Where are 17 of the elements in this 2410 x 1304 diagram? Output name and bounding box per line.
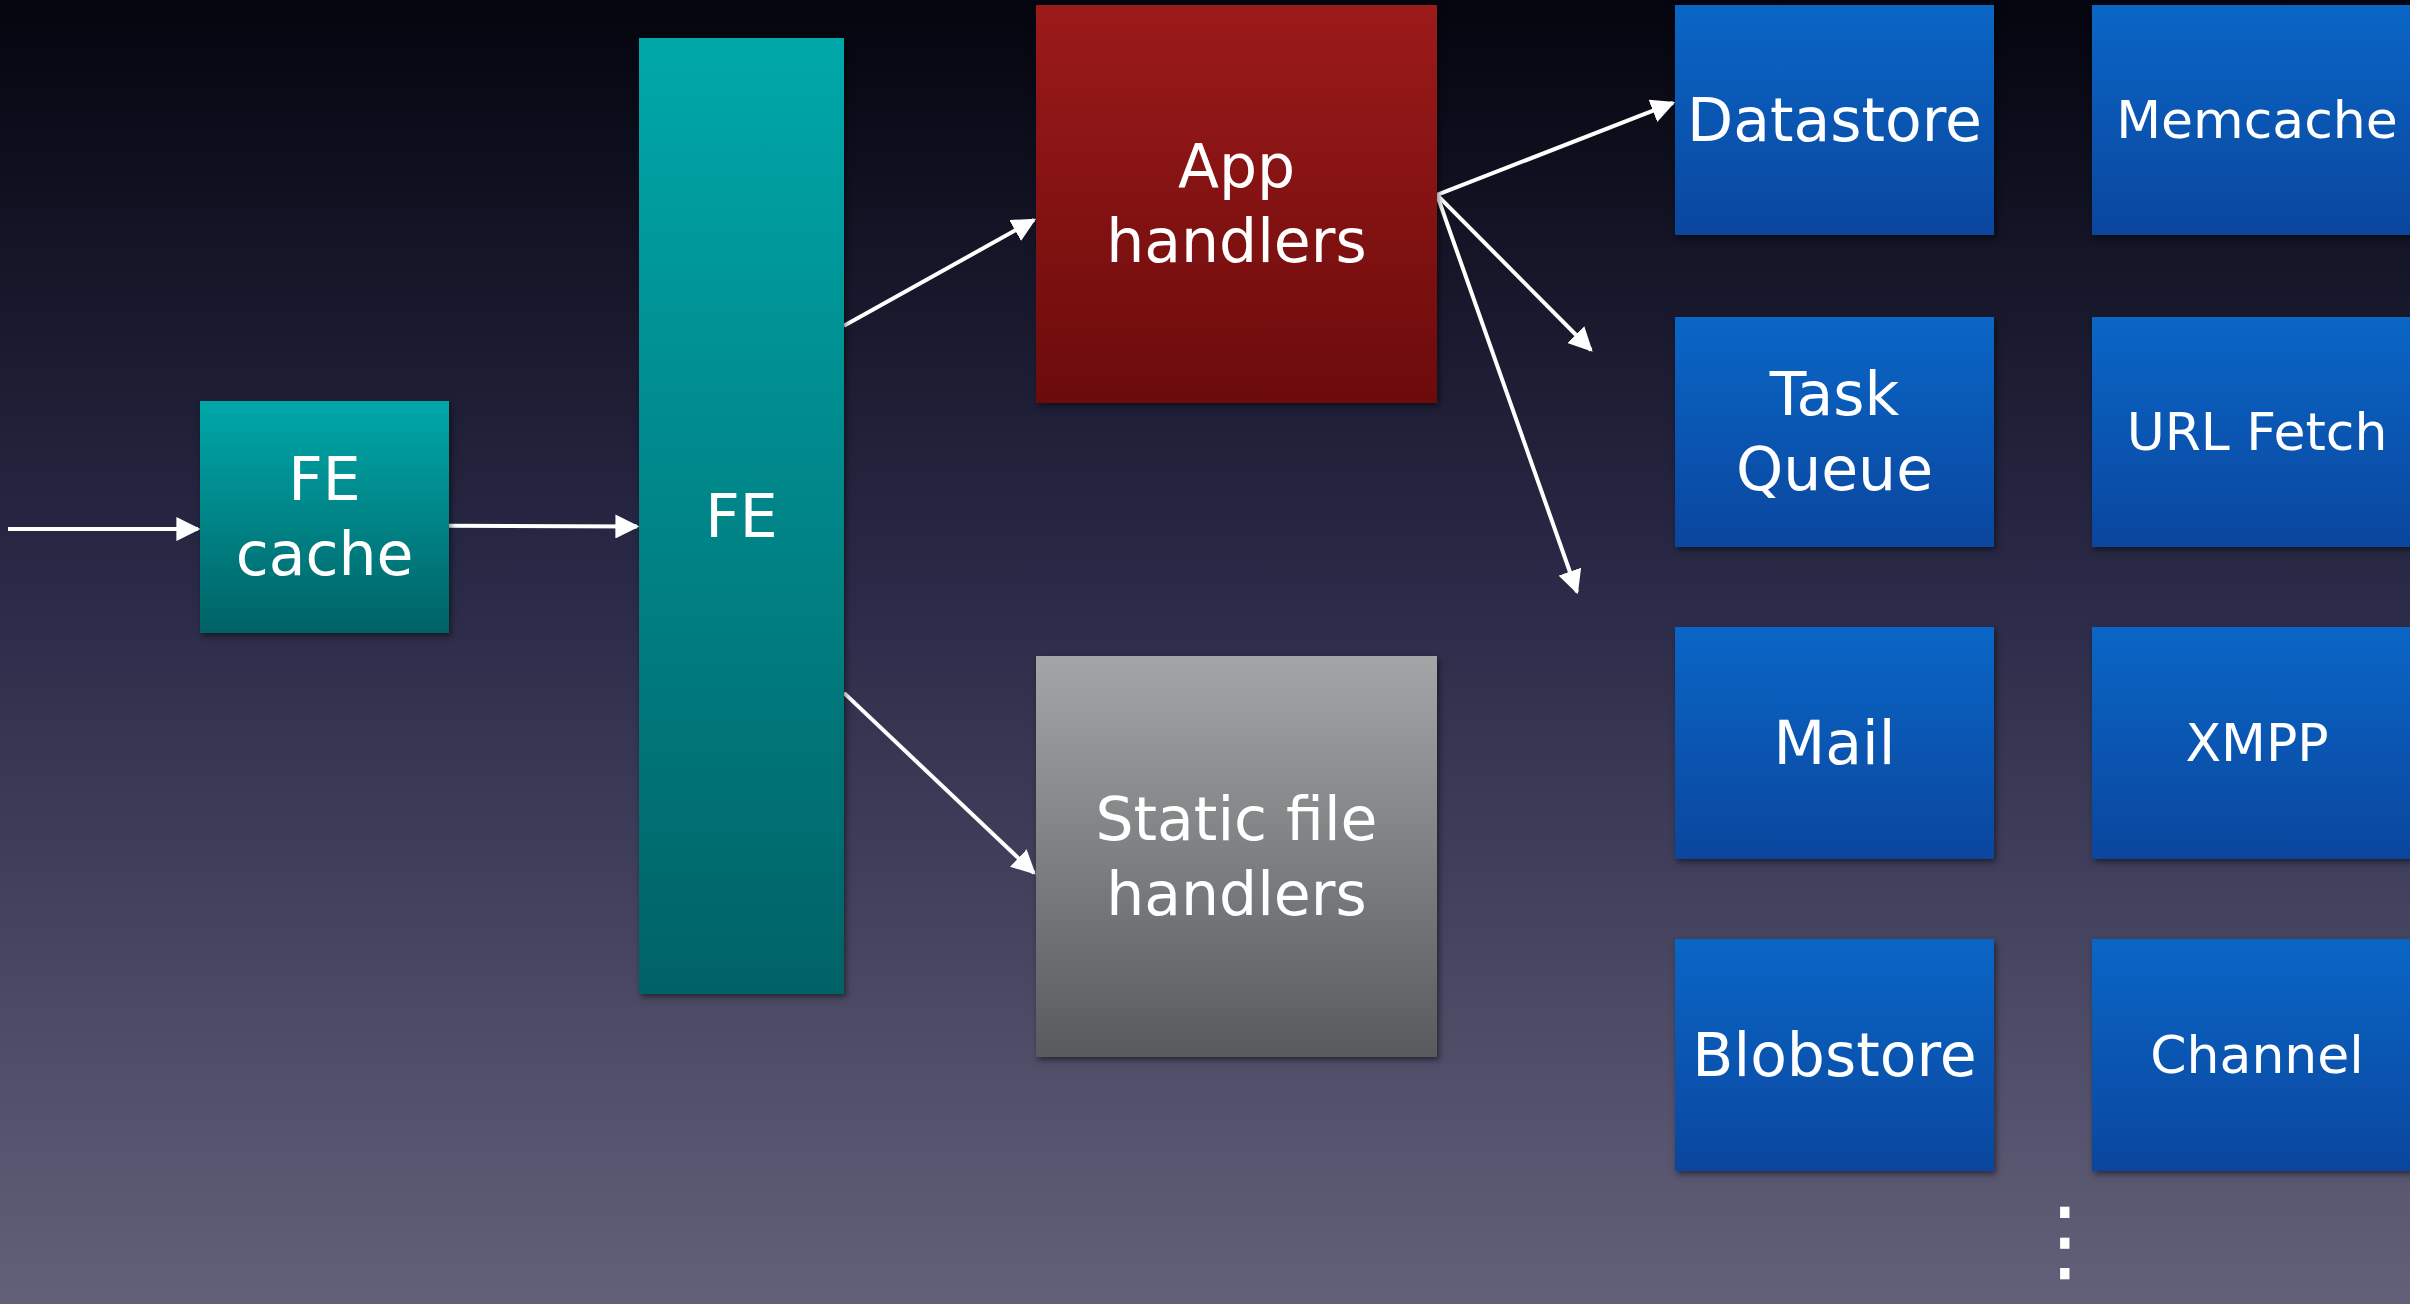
arrow (1436, 99, 1676, 197)
arrow (843, 218, 1037, 328)
service-box: Datastore (1675, 5, 1994, 235)
service-box: Blobstore (1675, 939, 1994, 1171)
service-box: Mail (1675, 627, 1994, 859)
service-box: URL Fetch (2092, 317, 2410, 547)
handler-box: App handlers (1036, 5, 1437, 403)
frontend-box: FE (639, 38, 844, 994)
arrow (449, 514, 640, 539)
frontend-box: FE cache (200, 401, 449, 633)
handler-box: Static file handlers (1036, 656, 1437, 1057)
service-box: Channel (2092, 939, 2410, 1171)
ellipsis-mark: ⋮ (2020, 1195, 2110, 1285)
service-box: XMPP (2092, 627, 2410, 859)
service-box: Memcache (2092, 5, 2410, 235)
service-box: Task Queue (1675, 317, 1994, 547)
arrow (8, 517, 201, 542)
